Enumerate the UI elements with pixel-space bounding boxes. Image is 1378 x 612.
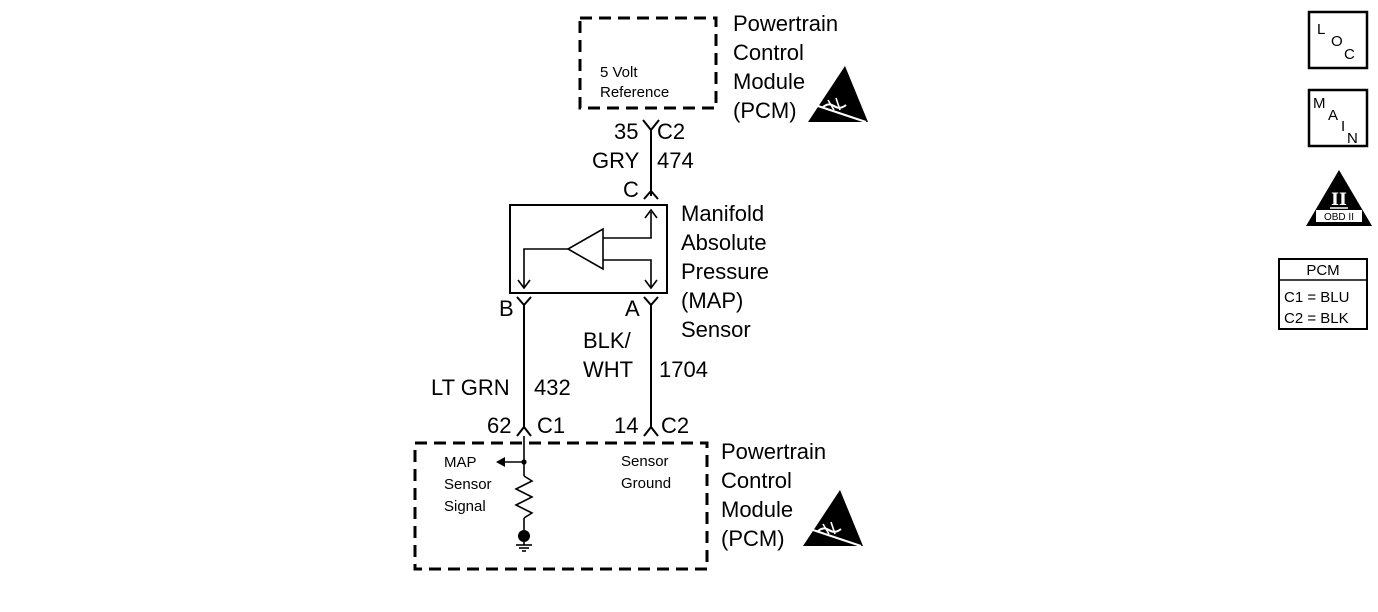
pcm-key-row-2: C2 = BLK xyxy=(1284,310,1349,327)
pcm-bottom-signal-line-3: Signal xyxy=(444,498,486,515)
conn-top-connector: C2 xyxy=(657,119,685,144)
pcm-top-title-line-3: Module xyxy=(733,69,805,94)
pcm-bottom-signal-line-1: MAP xyxy=(444,454,477,471)
pcm-top-title-line-2: Control xyxy=(733,40,804,65)
conn-bottom-right-pin: 14 xyxy=(614,413,638,438)
pcm-key-row-1: C1 = BLU xyxy=(1284,289,1349,306)
svg-text:O: O xyxy=(1331,33,1343,50)
esd-warning-icon xyxy=(808,66,868,123)
sensor-title-line-1: Manifold xyxy=(681,201,764,226)
wire-right-color-line-1: BLK/ xyxy=(583,328,632,353)
sensor-title-line-2: Absolute xyxy=(681,230,767,255)
sensor-title-line-3: Pressure xyxy=(681,259,769,284)
pcm-top-circuit-line-2: Reference xyxy=(600,84,669,101)
sensor-pin-a: A xyxy=(625,296,640,321)
esd-warning-icon xyxy=(803,490,863,547)
conn-bottom-left-pin: 62 xyxy=(487,413,511,438)
sensor-pin-c: C xyxy=(623,177,639,202)
wire-top-color: GRY xyxy=(592,148,640,173)
svg-text:A: A xyxy=(1328,107,1338,124)
wire-left-color: LT GRN xyxy=(431,375,510,400)
conn-top-pin: 35 xyxy=(614,119,638,144)
pull-down-resistor-circuit xyxy=(496,436,534,552)
svg-text:OBD II: OBD II xyxy=(1324,212,1354,223)
pcm-bottom-title-line-4: (PCM) xyxy=(721,526,785,551)
svg-text:II: II xyxy=(1331,190,1347,210)
pcm-bottom-title-line-2: Control xyxy=(721,468,792,493)
pcm-top-circuit-line-1: 5 Volt xyxy=(600,64,638,81)
svg-text:M: M xyxy=(1313,95,1326,112)
pcm-connector-key: PCM C1 = BLU C2 = BLK xyxy=(1278,258,1368,330)
sensor-pin-b-terminal xyxy=(516,296,532,307)
connector-bottom-right xyxy=(643,425,659,437)
wire-right-circuit: 1704 xyxy=(659,357,708,382)
svg-text:L: L xyxy=(1317,21,1325,38)
svg-text:N: N xyxy=(1347,130,1358,147)
wire-left-circuit: 432 xyxy=(534,375,571,400)
obd-ii-icon: II OBD II xyxy=(1306,170,1372,226)
pcm-bottom-ground-line-2: Ground xyxy=(621,475,671,492)
main-icon: M A I N xyxy=(1307,88,1369,148)
wire-right-color-line-2: WHT xyxy=(583,357,633,382)
map-sensor-box xyxy=(509,204,668,294)
sensor-pin-a-terminal xyxy=(643,296,659,307)
sensor-title-line-4: (MAP) xyxy=(681,288,743,313)
pcm-top-title-line-4: (PCM) xyxy=(733,98,797,123)
sensor-pin-c-terminal xyxy=(643,189,659,200)
svg-text:I: I xyxy=(1341,118,1345,135)
amplifier-symbol xyxy=(517,208,658,290)
sensor-title-line-5: Sensor xyxy=(681,317,751,342)
pcm-key-header: PCM xyxy=(1306,262,1339,279)
sensor-pin-b: B xyxy=(499,296,514,321)
pcm-top-title-line-1: Powertrain xyxy=(733,11,838,36)
wire-top-circuit: 474 xyxy=(657,148,694,173)
conn-bottom-right-connector: C2 xyxy=(661,413,689,438)
pcm-top-box xyxy=(578,16,718,110)
pcm-bottom-ground-line-1: Sensor xyxy=(621,453,669,470)
pcm-bottom-title-line-1: Powertrain xyxy=(721,439,826,464)
connector-bottom-left xyxy=(516,425,532,437)
svg-text:C: C xyxy=(1344,46,1355,63)
conn-bottom-left-connector: C1 xyxy=(537,413,565,438)
pcm-bottom-title-line-3: Module xyxy=(721,497,793,522)
pcm-bottom-signal-line-2: Sensor xyxy=(444,476,492,493)
loc-icon: L O C xyxy=(1307,10,1369,70)
